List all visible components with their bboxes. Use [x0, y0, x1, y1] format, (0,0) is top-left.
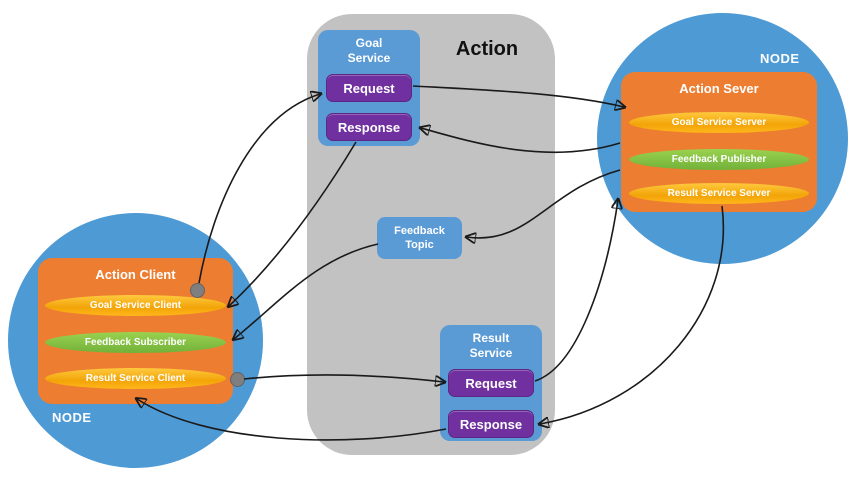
pill-goal-service-client: Goal Service Client [45, 295, 226, 316]
feedback-topic-box: Feedback Topic [377, 217, 462, 259]
action-client-box: Action Client Goal Service Client Feedba… [38, 258, 233, 404]
connector-dot-result-client [230, 372, 245, 387]
server-node-label: NODE [760, 51, 800, 66]
goal-service-title-line1: Goal [355, 36, 383, 50]
pill-result-service-client: Result Service Client [45, 368, 226, 389]
goal-response-box: Response [326, 113, 412, 141]
goal-service-box: Goal Service Request Response [318, 30, 420, 146]
pill-feedback-subscriber: Feedback Subscriber [45, 332, 226, 353]
pill-result-service-server: Result Service Server [629, 183, 809, 204]
feedback-topic-title-line2: Topic [405, 239, 434, 251]
client-node-label: NODE [52, 410, 92, 425]
result-request-box: Request [448, 369, 534, 397]
pill-goal-service-server: Goal Service Server [629, 112, 809, 133]
result-service-title: Result Service [440, 325, 542, 361]
goal-service-title: Goal Service [318, 30, 420, 66]
result-response-box: Response [448, 410, 534, 438]
action-server-title: Action Sever [679, 81, 759, 96]
pill-feedback-publisher: Feedback Publisher [629, 149, 809, 170]
action-container-title: Action [455, 38, 519, 60]
connector-dot-goal-client [190, 283, 205, 298]
goal-service-title-line2: Service [347, 51, 391, 65]
action-client-title: Action Client [95, 267, 176, 282]
feedback-topic-title-line1: Feedback [394, 225, 445, 237]
result-service-title-line2: Service [469, 346, 513, 360]
feedback-topic-title: Feedback Topic [377, 217, 462, 252]
action-server-box: Action Sever Goal Service Server Feedbac… [621, 72, 817, 212]
goal-request-box: Request [326, 74, 412, 102]
result-service-title-line1: Result [472, 331, 510, 345]
result-service-box: Result Service Request Response [440, 325, 542, 441]
